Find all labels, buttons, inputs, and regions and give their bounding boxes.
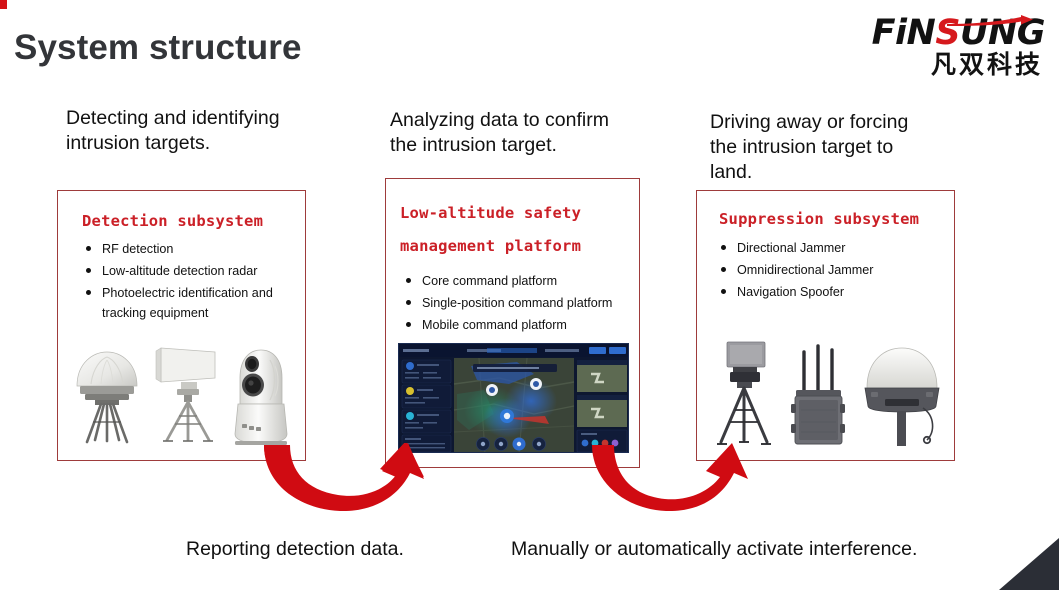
panel-management-platform: Low-altitude safety management platform …	[385, 178, 640, 468]
panel-title-detection: Detection subsystem	[82, 212, 264, 230]
flow-arrow-platform-to-suppression	[564, 443, 748, 512]
bullet-text: Directional Jammer	[737, 241, 846, 255]
dashboard-graphic	[399, 344, 628, 452]
page-title: System structure	[14, 28, 302, 67]
photoelectric-camera-turret-image	[234, 349, 288, 445]
list-item: RF detection	[86, 239, 305, 259]
command-platform-dashboard-screenshot	[398, 343, 629, 453]
finsung-logo: FiNSUNG 凡双科技	[833, 8, 1046, 80]
bullet-text: Low-altitude detection radar	[102, 264, 258, 278]
omnidirectional-dome-jammer-image	[864, 347, 939, 446]
panel-title-platform: Low-altitude safety management platform	[400, 197, 639, 263]
panel-title-suppression: Suppression subsystem	[719, 210, 920, 228]
device-image-strip-suppression	[697, 336, 954, 448]
corner-dark-triangle	[999, 538, 1059, 590]
device-image-strip-detection	[58, 336, 305, 446]
list-item: Mobile command platform	[406, 315, 639, 335]
panel-suppression-subsystem: Suppression subsystem Directional Jammer…	[696, 190, 955, 461]
rf-dome-detector-image	[76, 351, 138, 444]
list-item: Photoelectric identification and trackin…	[86, 283, 305, 323]
flow-arrow-detection-to-platform	[236, 443, 424, 512]
logo-chinese-text: 凡双科技	[930, 50, 1043, 79]
list-item: Core command platform	[406, 271, 639, 291]
bullet-list-detection: RF detection Low-altitude detection rada…	[86, 239, 305, 323]
flow-label-activate: Manually or automatically activate inter…	[511, 538, 918, 560]
bullet-text-continued: tracking equipment	[102, 306, 209, 320]
logo-arrow-icon	[947, 15, 1033, 26]
list-item: Low-altitude detection radar	[86, 261, 305, 281]
list-item: Navigation Spoofer	[721, 282, 954, 302]
list-item: Single-position command platform	[406, 293, 639, 313]
corner-red-marker	[0, 0, 7, 9]
bullet-list-suppression: Directional Jammer Omnidirectional Jamme…	[721, 238, 954, 302]
logo-word-fin: FiN	[871, 13, 936, 53]
bullet-text: Core command platform	[422, 274, 558, 288]
panel-title-platform-line1: Low-altitude safety	[400, 204, 582, 222]
logo-word-s: S	[935, 13, 961, 53]
list-item: Directional Jammer	[721, 238, 954, 258]
bullet-text: Navigation Spoofer	[737, 285, 845, 299]
portable-jammer-antennas-image	[790, 344, 845, 445]
column-caption-analysis: Analyzing data to confirm the intrusion …	[390, 109, 609, 156]
flow-label-reporting: Reporting detection data.	[186, 538, 404, 560]
column-caption-detection: Detecting and identifying intrusion targ…	[66, 107, 280, 154]
panel-title-platform-line2: management platform	[400, 237, 582, 255]
bullet-text: Photoelectric identification and	[102, 286, 273, 300]
panel-detection-subsystem: Detection subsystem RF detection Low-alt…	[57, 190, 306, 461]
bullet-text: Single-position command platform	[422, 296, 613, 310]
detection-radar-panel-image	[156, 347, 216, 442]
bullet-text: RF detection	[102, 242, 174, 256]
list-item: Omnidirectional Jammer	[721, 260, 954, 280]
bullet-list-platform: Core command platform Single-position co…	[406, 271, 639, 335]
column-caption-suppression: Driving away or forcing the intrusion ta…	[710, 111, 909, 183]
bullet-text: Omnidirectional Jammer	[737, 263, 874, 277]
directional-jammer-tripod-image	[716, 341, 771, 445]
bullet-text: Mobile command platform	[422, 318, 567, 332]
logo-wordmark: FiNSUNG	[833, 13, 1046, 53]
